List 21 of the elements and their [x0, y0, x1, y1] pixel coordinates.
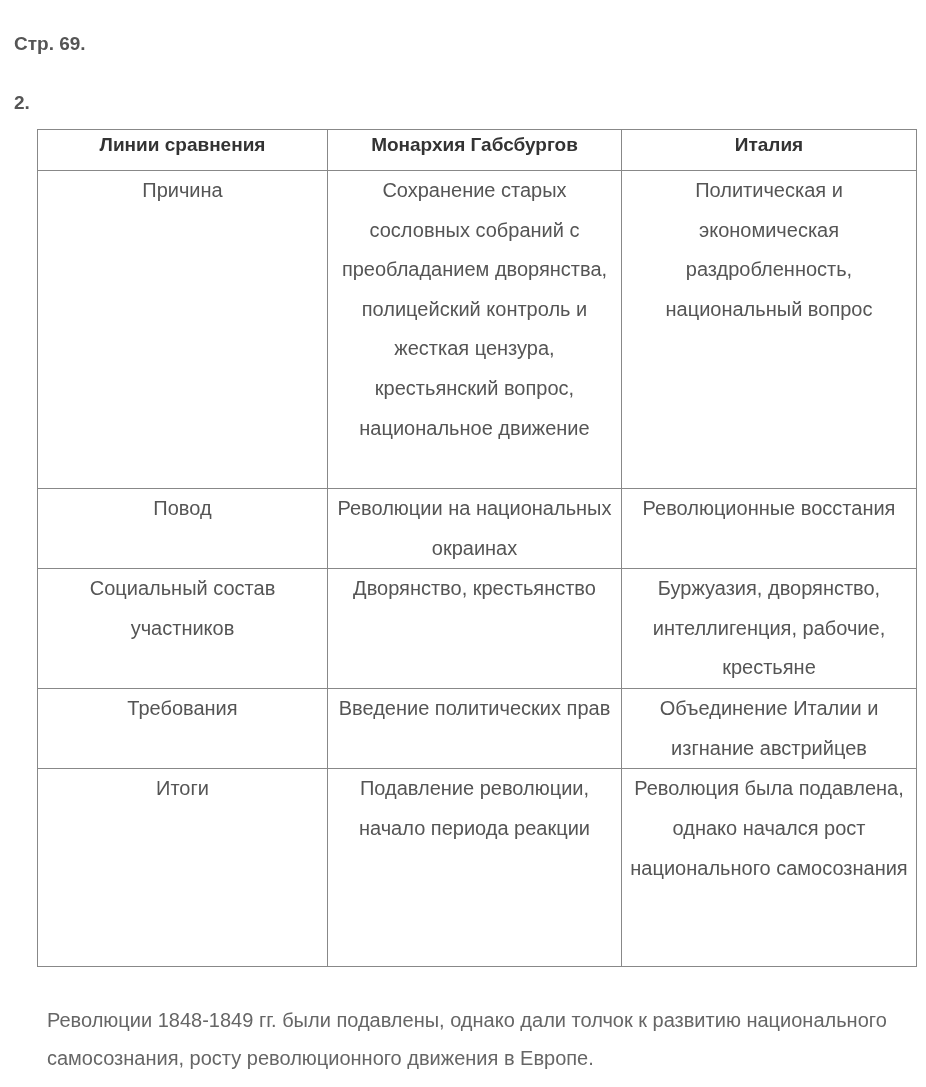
header-cell: Италия: [621, 129, 917, 171]
table-cell: Социальный состав участников: [37, 568, 328, 689]
table-cell: Революция была подавлена, однако начался рост национального самосознания: [621, 768, 917, 967]
table-cell: Подавление революции, начало периода реакции: [327, 768, 622, 967]
task-number: 2.: [14, 92, 30, 114]
conclusion-paragraph: Революции 1848-1849 гг. были подавлены, однако дали толчок к развитию национального самосознания, росту революционного движения в Европе.: [47, 1008, 887, 1071]
table-cell: Объединение Италии и изгнание австрийцев: [621, 688, 917, 769]
table-cell: Революции на национальных окраинах: [327, 488, 622, 569]
table-cell: Сохранение старых сословных собраний с преобладанием дворянства, полицейский контроль и жесткая цензура, крестьянский вопрос, национальное движение: [327, 170, 622, 489]
table-cell: Буржуазия, дворянство, интеллигенция, рабочие, крестьяне: [621, 568, 917, 689]
table-cell: Введение политических прав: [327, 688, 622, 769]
table-cell: Революционные восстания: [621, 488, 917, 569]
table-cell: Политическая и экономическая раздробленность, национальный вопрос: [621, 170, 917, 489]
table-cell: Причина: [37, 170, 328, 489]
table-cell: Дворянство, крестьянство: [327, 568, 622, 689]
page-number: Стр. 69.: [14, 33, 86, 55]
header-cell: Монархия Габсбургов: [327, 129, 622, 171]
table-cell: Итоги: [37, 768, 328, 967]
header-cell: Линии сравнения: [37, 129, 328, 171]
table-cell: Повод: [37, 488, 328, 569]
table-cell: Требования: [37, 688, 328, 769]
